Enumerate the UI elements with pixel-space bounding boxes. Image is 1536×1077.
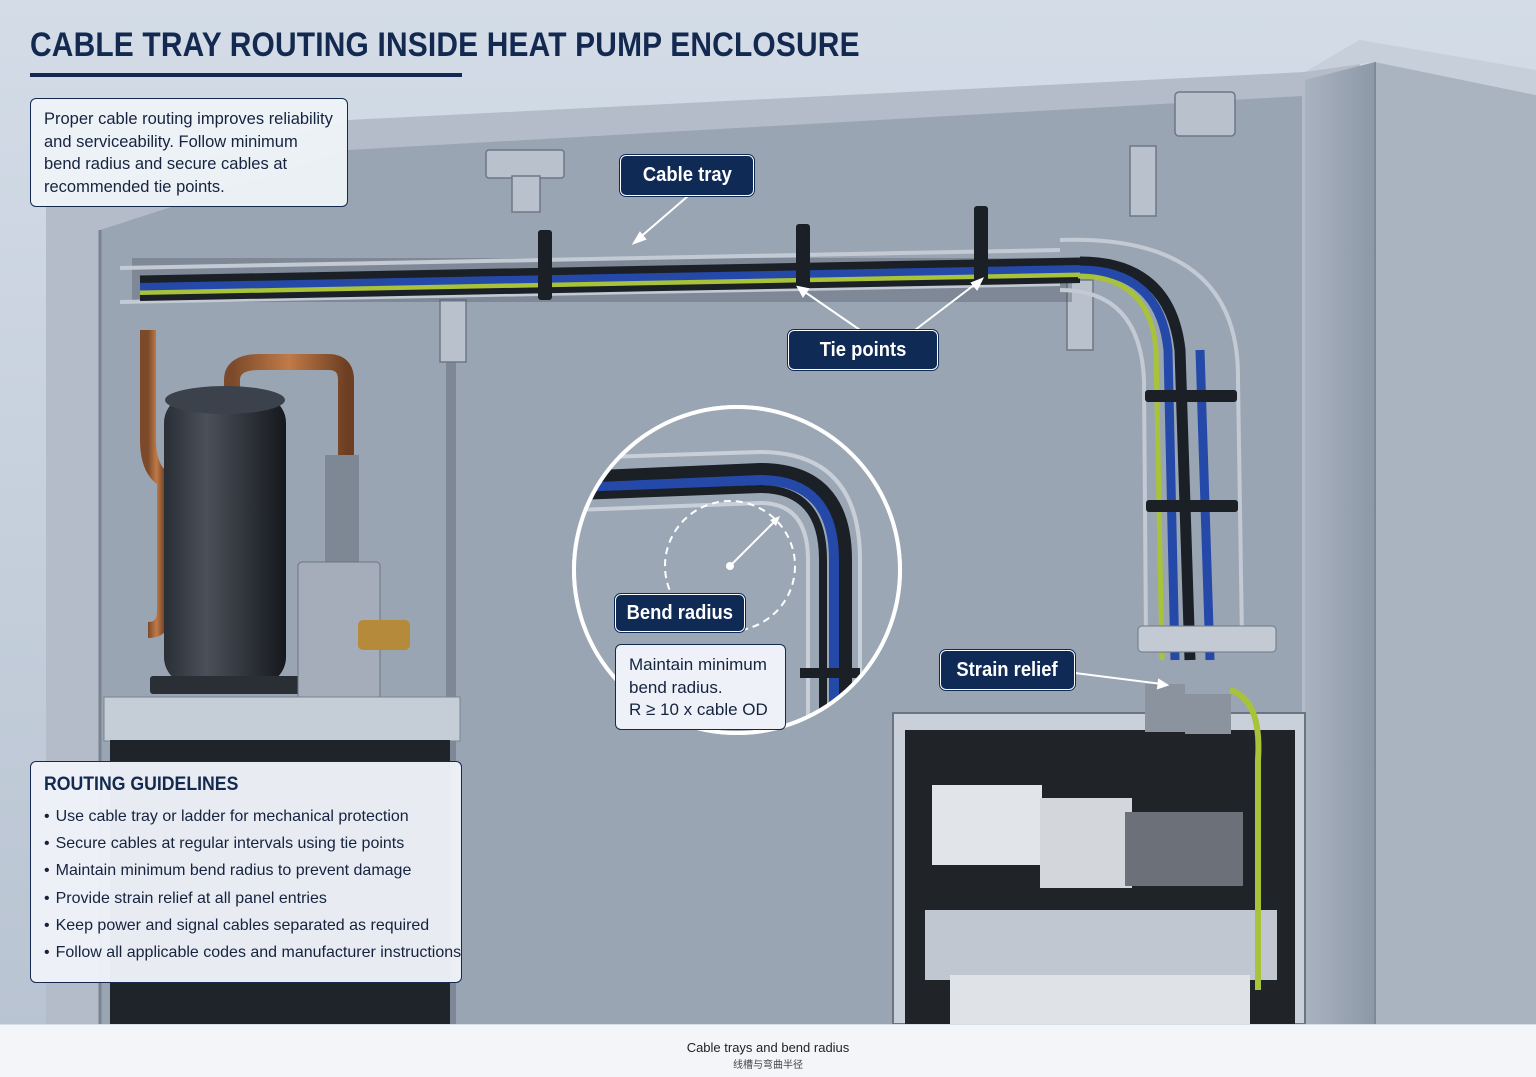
- guideline-item: Provide strain relief at all panel entri…: [44, 885, 451, 912]
- bend-note-line-1: Maintain minimum: [629, 655, 767, 674]
- title-underline: [30, 73, 462, 77]
- routing-guidelines-box: ROUTING GUIDELINES Use cable tray or lad…: [30, 761, 462, 983]
- guideline-item: Secure cables at regular intervals using…: [44, 830, 451, 857]
- tray-bracket: [439, 91, 1236, 363]
- intro-text-box: Proper cable routing improves reliabilit…: [30, 98, 348, 207]
- callout-leader-lines: [631, 195, 1170, 690]
- bend-radius-callout: Bend radius: [615, 594, 745, 632]
- guideline-item: Follow all applicable codes and manufact…: [44, 939, 462, 966]
- bend-note-line-3: R ≥ 10 x cable OD: [629, 700, 768, 719]
- guideline-item: Keep power and signal cables separated a…: [44, 912, 451, 939]
- bend-radius-label: Bend radius: [626, 601, 734, 624]
- caption-english: Cable trays and bend radius: [686, 1040, 850, 1055]
- cable-tray-callout: Cable tray: [620, 155, 754, 196]
- cable-tray-label: Cable tray: [642, 164, 732, 186]
- tie-points-label: Tie points: [819, 338, 907, 361]
- tie-points-callout: Tie points: [788, 330, 938, 370]
- caption-chinese: 线槽与弯曲半径: [733, 1060, 803, 1071]
- guideline-item: Use cable tray or ladder for mechanical …: [44, 803, 451, 830]
- strain-relief-label: Strain relief: [956, 658, 1059, 681]
- cable-tray: [119, 206, 1277, 661]
- guideline-item: Maintain minimum bend radius to prevent …: [44, 857, 451, 884]
- bend-note-line-2: bend radius.: [629, 677, 723, 697]
- guidelines-list: Use cable tray or ladder for mechanical …: [44, 803, 462, 966]
- page-title: CABLE TRAY ROUTING INSIDE HEAT PUMP ENCL…: [30, 26, 860, 64]
- strain-relief-callout: Strain relief: [940, 650, 1075, 690]
- control-panel: [892, 684, 1306, 1024]
- bend-radius-note: Maintain minimum bend radius. R ≥ 10 x c…: [615, 644, 786, 730]
- guidelines-heading: ROUTING GUIDELINES: [44, 774, 239, 795]
- caption-bar: Cable trays and bend radius 线槽与弯曲半径: [0, 1024, 1536, 1077]
